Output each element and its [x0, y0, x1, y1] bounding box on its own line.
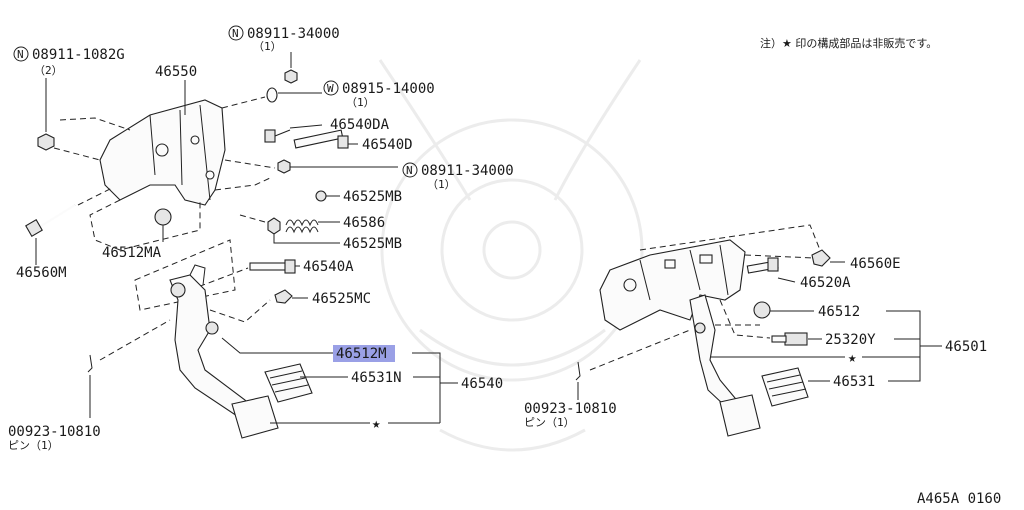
n-symbol-34000-mid: N [402, 162, 418, 178]
label-46520a: 46520A [800, 275, 851, 291]
n-symbol-34000-top: N [228, 25, 244, 41]
svg-text:N: N [232, 27, 239, 40]
pedal-pad-46531n [264, 363, 313, 403]
svg-text:N: N [406, 164, 413, 177]
svg-text:N: N [17, 48, 24, 61]
label-46586: 46586 [343, 215, 385, 231]
qty-pin-left: ピン（1） [8, 439, 59, 452]
brake-pedal-46540 [169, 264, 279, 439]
bolt-46540a [249, 259, 296, 274]
bolt-46560m [25, 204, 76, 237]
label-46501: 46501 [945, 339, 987, 355]
label-08911-34000-top: 08911-34000 [247, 26, 340, 42]
label-46540a: 46540A [303, 259, 354, 275]
bolt-46540d [293, 129, 349, 149]
qty-08915-14000: （1） [346, 96, 375, 109]
clip-46560e [811, 249, 831, 267]
qty-08911-34000-mid: （1） [427, 178, 456, 191]
pedal-bracket-46501 [599, 239, 746, 331]
label-46540d: 46540D [362, 137, 413, 153]
pin-left [87, 354, 93, 373]
label-46531n: 46531N [351, 370, 402, 386]
label-08911-34000-mid: 08911-34000 [421, 163, 514, 179]
label-46512ma: 46512MA [102, 245, 162, 261]
label-25320y: 25320Y [825, 332, 876, 348]
bushing-46512 [753, 301, 771, 319]
clip-46525mb-a [315, 190, 327, 202]
n-symbol-1082g: N [13, 46, 29, 62]
label-pin-left: 00923-10810 [8, 424, 101, 440]
spring-46586 [285, 219, 319, 234]
bracket-46550 [99, 99, 226, 206]
diagram-code: A465A 0160 [917, 491, 1001, 507]
pedal-arm-right [689, 294, 761, 437]
nut-n08911-mid [277, 159, 291, 174]
label-46560e: 46560E [850, 256, 901, 272]
label-46531: 46531 [833, 374, 875, 390]
star-left: ★ [372, 416, 381, 432]
w-symbol-08915: W [323, 80, 339, 96]
bolt-46520a [746, 257, 779, 274]
watermark-emblem [378, 59, 644, 452]
label-46540da: 46540DA [330, 117, 390, 133]
clip-46525mc [274, 289, 293, 304]
highlight-46512m [333, 345, 395, 362]
qty-08911-1082g: （2） [34, 64, 63, 77]
label-08911-1082g: 08911-1082G [32, 47, 125, 63]
label-08915-14000: 08915-14000 [342, 81, 435, 97]
bolt-46540da [264, 129, 291, 143]
label-46512: 46512 [818, 304, 860, 320]
note-text: 注）★ 印の構成部品は非販売です。 [760, 36, 937, 50]
label-46560m: 46560M [16, 265, 67, 281]
label-46525mc: 46525MC [312, 291, 371, 307]
nut-n08911-top [284, 69, 298, 84]
switch-25320y [771, 332, 808, 346]
washer-w08915 [266, 87, 278, 103]
label-46525mb-a: 46525MB [343, 189, 402, 205]
bushing-46512ma [154, 208, 172, 226]
label-46512m: 46512M [336, 346, 387, 362]
label-46525mb-b: 46525MB [343, 236, 402, 252]
label-46550: 46550 [155, 64, 197, 80]
clip-46525mb-b [267, 217, 281, 235]
svg-text:W: W [327, 82, 334, 95]
nut-left [37, 133, 55, 151]
qty-pin-right: ピン（1） [524, 416, 575, 429]
label-46540: 46540 [461, 376, 503, 392]
pedal-pad-46531 [761, 367, 809, 407]
pin-right [575, 361, 581, 381]
label-pin-right: 00923-10810 [524, 401, 617, 417]
star-right: ★ [848, 350, 857, 366]
qty-08911-34000-top: （1） [253, 40, 282, 53]
